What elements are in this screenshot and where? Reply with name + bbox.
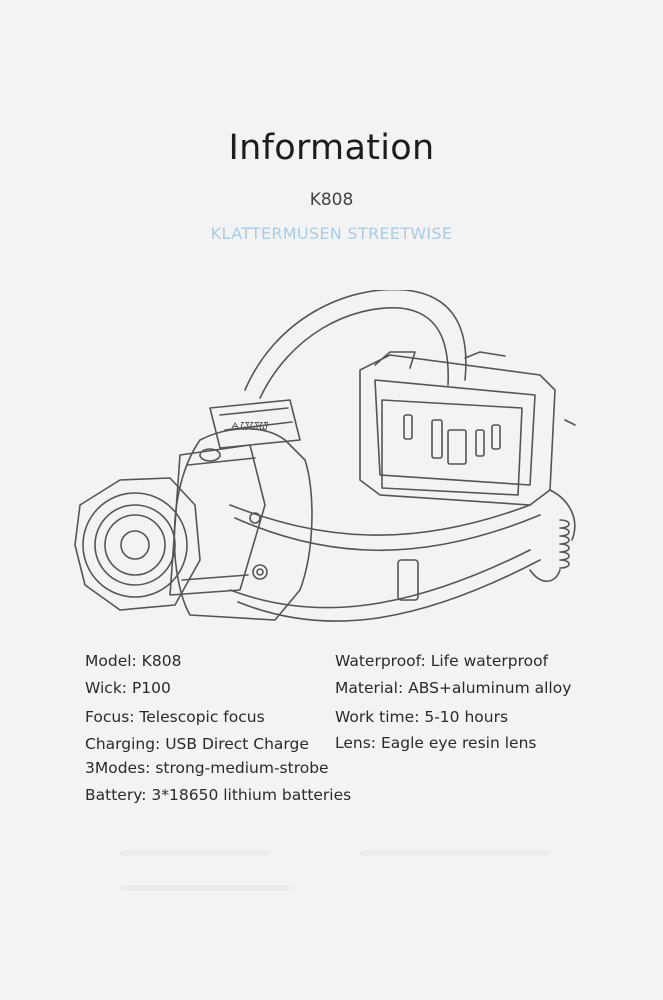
spec-work-time: Work time: 5-10 hours (335, 708, 509, 726)
spec-modes: 3Modes: strong-medium-strobe (85, 759, 329, 777)
brand-name: KLATTERMUSEN STREETWISE (210, 224, 453, 243)
model-subtitle: K808 (309, 190, 354, 210)
spec-charging: Charging: USB Direct Charge (85, 735, 309, 753)
headlamp-icon: ᗅᘺᘺᘺ (74, 290, 576, 622)
faint-mark (120, 885, 290, 891)
spec-wick: Wick: P100 (85, 679, 171, 697)
spec-lens: Lens: Eagle eye resin lens (335, 734, 537, 752)
faint-mark (120, 850, 270, 856)
spec-material: Material: ABS+aluminum alloy (335, 679, 572, 697)
page-title: Information (228, 128, 435, 168)
spec-battery: Battery: 3*18650 lithium batteries (85, 786, 352, 804)
spec-focus: Focus: Telescopic focus (85, 708, 265, 726)
svg-text:ᗅᘺᘺᘺ: ᗅᘺᘺᘺ (230, 420, 269, 433)
faint-mark (360, 850, 550, 856)
spec-waterproof: Waterproof: Life waterproof (335, 652, 549, 670)
spec-model: Model: K808 (85, 652, 182, 670)
